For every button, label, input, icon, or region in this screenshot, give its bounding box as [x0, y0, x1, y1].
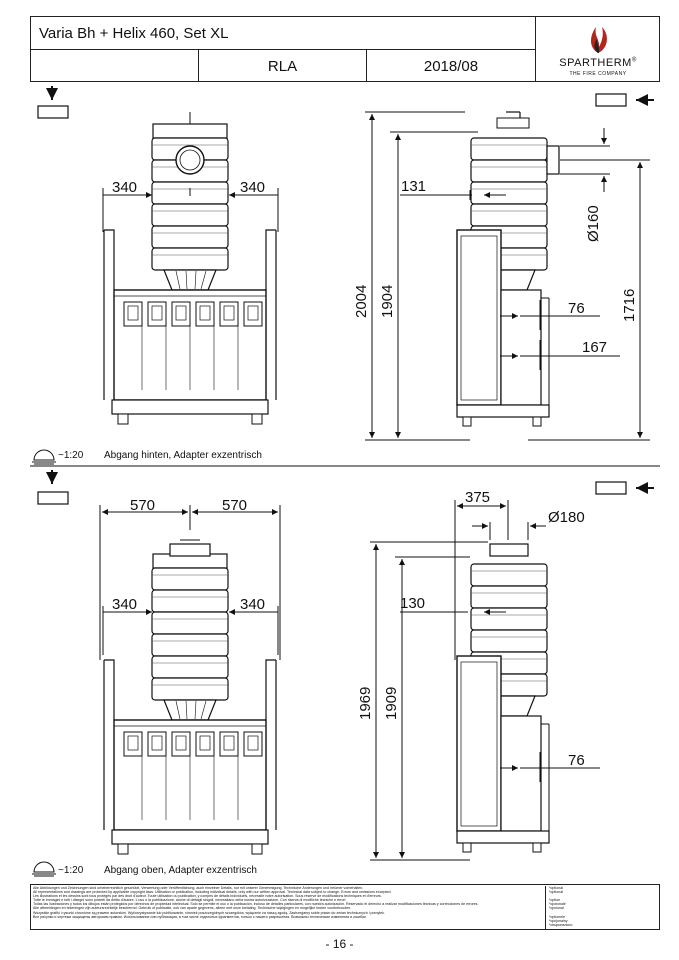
- dim-front-left: 340: [112, 179, 137, 196]
- dim-front-right-bottom: 340: [240, 596, 265, 613]
- dim-distance-bottom: 375: [465, 489, 490, 506]
- scale-icon: [32, 449, 56, 465]
- scale-icon: [32, 861, 56, 877]
- dim-diameter-bottom: Ø180: [548, 509, 585, 526]
- side-view-bottom: [456, 563, 550, 853]
- brand-logo: SPARTHERM® THE FIRE COMPANY: [536, 17, 660, 82]
- dim-inner-height-top: 1904: [379, 285, 396, 318]
- dim-front-right: 340: [240, 179, 265, 196]
- title-block: Varia Bh + Helix 460, Set XL RLA 2018/08…: [30, 16, 660, 82]
- copyright-notice: Alle Abbildungen und Zeichnungen sind ur…: [30, 884, 660, 930]
- model-code: RLA: [199, 50, 367, 82]
- view-indicator-side-icon: [595, 93, 654, 107]
- dim-depth-a-top: 76: [568, 300, 585, 317]
- dim-outer-right: 570: [222, 497, 247, 514]
- dim-total-height-bottom: 1969: [357, 687, 374, 720]
- rear-outlet: [546, 145, 560, 175]
- brand-tagline: THE FIRE COMPANY: [569, 71, 627, 77]
- document-title: Varia Bh + Helix 460, Set XL: [31, 17, 536, 50]
- brand-name: SPARTHERM®: [559, 57, 637, 69]
- dim-outlet-height-top: 1716: [621, 289, 638, 322]
- dim-depth-b-top: 167: [582, 339, 607, 356]
- dim-diameter-top: Ø160: [585, 205, 602, 242]
- title-cell-empty: [31, 50, 199, 82]
- side-view-top: [456, 137, 550, 427]
- view-indicator-front-icon: [37, 470, 69, 505]
- scale-label-bottom: ~1:20: [58, 865, 84, 876]
- dim-total-height-top: 2004: [353, 285, 370, 318]
- dim-offset-bottom: 130: [400, 595, 425, 612]
- dim-outer-left: 570: [130, 497, 155, 514]
- caption-bottom: Abgang oben, Adapter exzentrisch: [104, 865, 257, 876]
- dim-offset-top: 131: [401, 178, 426, 195]
- page-number: - 16 -: [325, 937, 354, 951]
- flame-icon: [591, 27, 607, 53]
- view-indicator-front-icon: [37, 86, 69, 119]
- dim-inner-height-bottom: 1909: [383, 687, 400, 720]
- scale-label-top: ~1:20: [58, 450, 84, 461]
- dim-depth-a-bottom: 76: [568, 752, 585, 769]
- caption-top: Abgang hinten, Adapter exzentrisch: [104, 450, 262, 461]
- optional-legend: *optional *optional *option *opzionale *…: [545, 886, 655, 930]
- view-indicator-side-icon: [595, 481, 654, 495]
- copyright-text: Alle Abbildungen und Zeichnungen sind ur…: [33, 886, 479, 919]
- revision-date: 2018/08: [367, 50, 536, 82]
- dim-front-left-bottom: 340: [112, 596, 137, 613]
